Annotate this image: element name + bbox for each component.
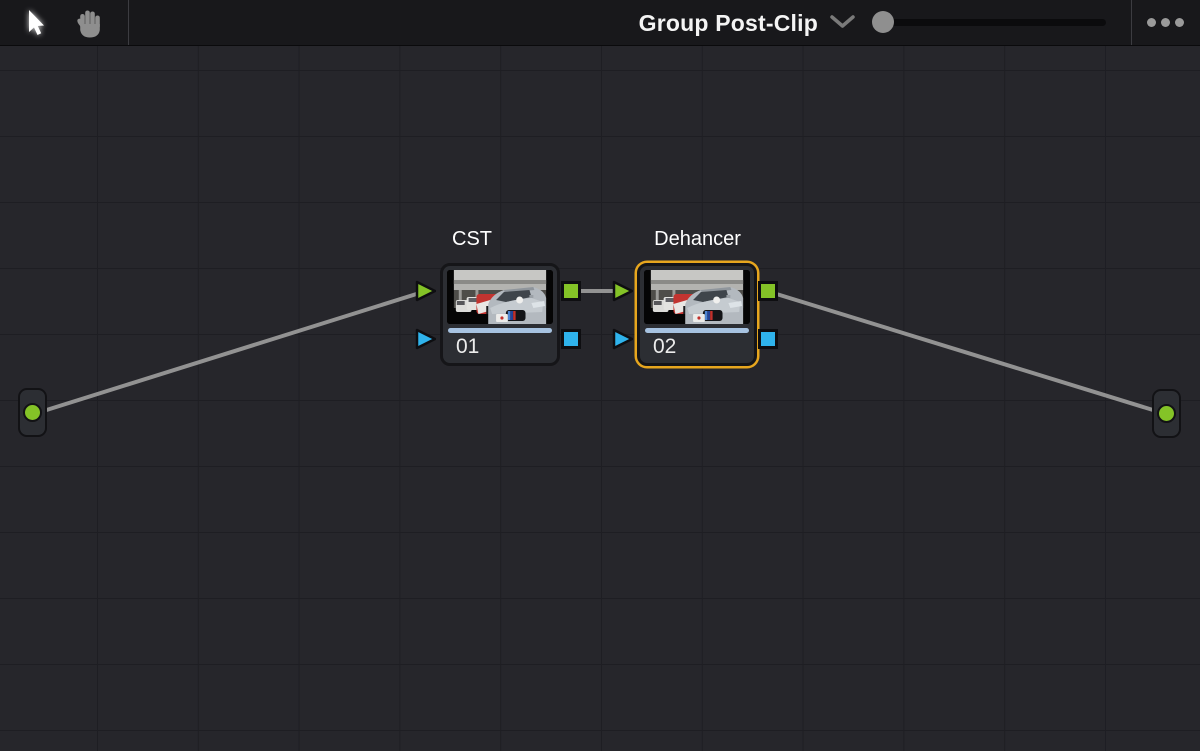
tree-output-node[interactable]	[1152, 389, 1181, 438]
node-title-dehancer: Dehancer	[654, 228, 741, 250]
connection-links-layer	[36, 289, 1167, 416]
level-dropdown-button[interactable]	[829, 14, 856, 35]
node-cst[interactable]: 01	[440, 263, 560, 366]
node-thumbnail	[644, 270, 750, 324]
toolbar-divider	[1131, 0, 1132, 45]
dehancer-key-input-port[interactable]	[611, 328, 634, 350]
node-graph-level-title[interactable]: Group Post-Clip	[638, 10, 818, 36]
link-dehancer-to-output[interactable]	[769, 290, 1167, 416]
node-dehancer[interactable]: 02	[637, 263, 757, 366]
green-circle-port-icon	[1157, 404, 1176, 423]
ellipsis-icon	[1175, 18, 1184, 27]
node-thumbnail	[447, 270, 553, 324]
zoom-slider-track[interactable]	[883, 19, 1106, 26]
rgb-output-square-icon	[561, 281, 581, 301]
dehancer-rgb-output-port[interactable]	[757, 280, 779, 302]
link-source-to-cst[interactable]	[36, 289, 427, 415]
cst-key-input-port[interactable]	[414, 328, 437, 350]
cst-rgb-input-port[interactable]	[414, 280, 437, 302]
node-graph-canvas[interactable]	[0, 45, 1200, 751]
cst-rgb-output-port[interactable]	[560, 280, 582, 302]
select-tool-button[interactable]	[16, 6, 50, 39]
dehancer-key-output-port[interactable]	[757, 328, 779, 350]
key-input-triangle-icon	[415, 328, 437, 350]
more-options-button[interactable]	[1147, 18, 1184, 27]
ellipsis-icon	[1161, 18, 1170, 27]
cursor-arrow-icon	[29, 9, 44, 35]
cst-key-output-port[interactable]	[560, 328, 582, 350]
ellipsis-icon	[1147, 18, 1156, 27]
toolbar-divider	[128, 0, 129, 45]
node-number: 01	[456, 335, 480, 358]
rgb-output-square-icon	[758, 281, 778, 301]
zoom-slider-knob[interactable]	[872, 11, 894, 33]
rgb-input-triangle-icon	[415, 280, 437, 302]
key-input-triangle-icon	[612, 328, 634, 350]
chevron-down-icon	[830, 15, 855, 28]
node-cache-bar	[645, 328, 749, 333]
hand-icon	[77, 10, 100, 38]
source-input-node[interactable]	[18, 388, 47, 437]
node-number: 02	[653, 335, 677, 358]
key-output-square-icon	[758, 329, 778, 349]
green-circle-port-icon	[23, 403, 42, 422]
node-cache-bar	[448, 328, 552, 333]
node-editor-toolbar: Group Post-Clip	[0, 0, 1200, 46]
key-output-square-icon	[561, 329, 581, 349]
rgb-input-triangle-icon	[612, 280, 634, 302]
node-title-cst: CST	[452, 228, 492, 250]
dehancer-rgb-input-port[interactable]	[611, 280, 634, 302]
pan-tool-button[interactable]	[72, 6, 106, 39]
